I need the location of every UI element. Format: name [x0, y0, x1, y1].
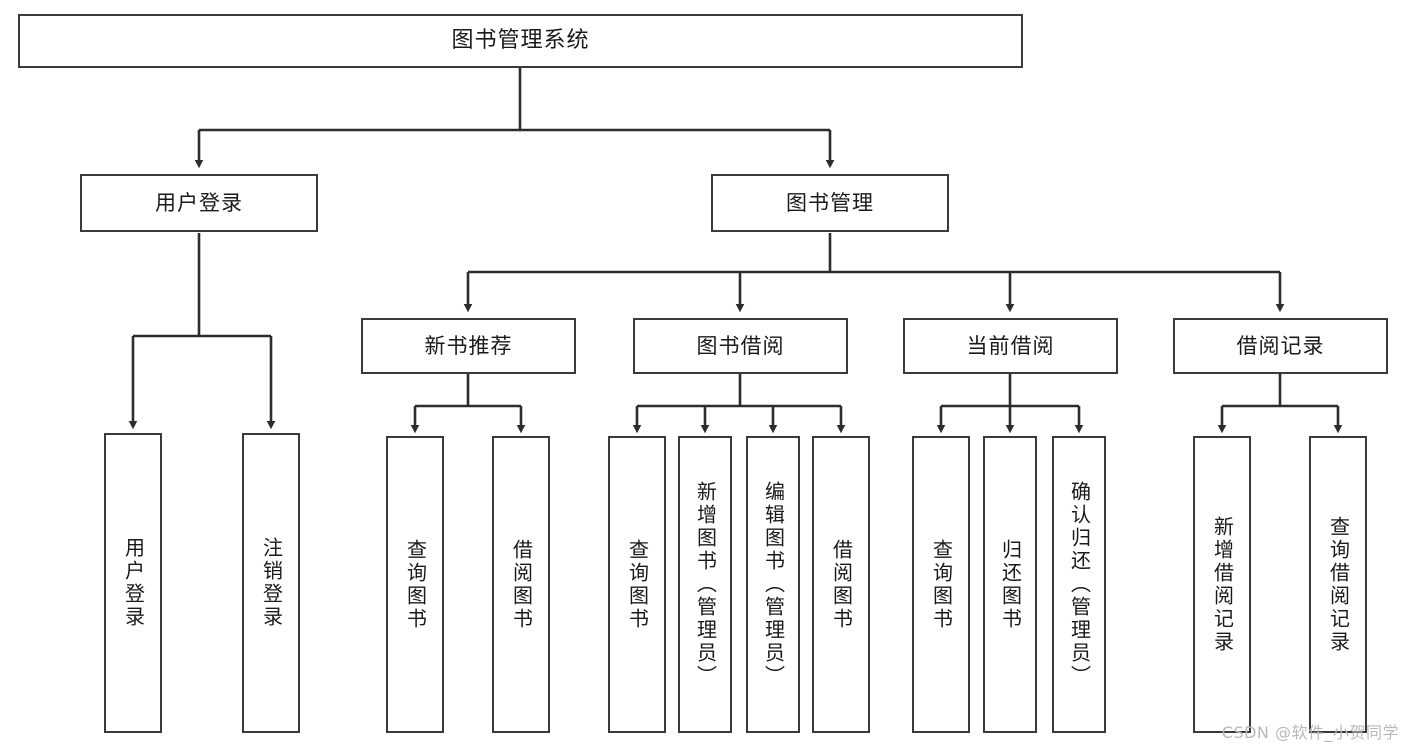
leaf-return-book[interactable]: 归还图书 — [983, 436, 1037, 733]
node-label: 查询图书 — [929, 538, 954, 631]
node-label: 用户登录 — [155, 190, 243, 215]
leaf-edit-book-admin[interactable]: 编辑图书（管理员） — [746, 436, 800, 733]
leaf-query-book-borrow[interactable]: 查询图书 — [608, 436, 666, 733]
node-label: 借阅图书 — [829, 538, 854, 631]
node-label: 借阅图书 — [509, 538, 534, 631]
node-current-borrow[interactable]: 当前借阅 — [903, 318, 1118, 374]
leaf-user-login[interactable]: 用户登录 — [104, 433, 162, 733]
node-new-book-recommend[interactable]: 新书推荐 — [361, 318, 576, 374]
leaf-confirm-return-admin[interactable]: 确认归还（管理员） — [1052, 436, 1106, 733]
node-label: 确认归还（管理员） — [1067, 481, 1092, 688]
node-book-borrow[interactable]: 图书借阅 — [633, 318, 848, 374]
leaf-add-book-admin[interactable]: 新增图书（管理员） — [678, 436, 732, 733]
node-label: 图书借阅 — [696, 333, 785, 358]
leaf-add-borrow-record[interactable]: 新增借阅记录 — [1193, 436, 1251, 733]
node-label: 查询图书 — [625, 538, 650, 631]
leaf-query-book-current[interactable]: 查询图书 — [912, 436, 970, 733]
node-label: 借阅记录 — [1236, 333, 1325, 358]
node-label: 新增图书（管理员） — [693, 481, 718, 688]
node-borrow-records[interactable]: 借阅记录 — [1173, 318, 1388, 374]
node-label: 编辑图书（管理员） — [761, 481, 786, 688]
node-book-management[interactable]: 图书管理 — [711, 174, 949, 232]
leaf-logout[interactable]: 注销登录 — [242, 433, 300, 733]
node-label: 当前借阅 — [966, 333, 1055, 358]
node-label: 新书推荐 — [424, 333, 513, 358]
leaf-borrow-book-newbook[interactable]: 借阅图书 — [492, 436, 550, 733]
leaf-borrow-book[interactable]: 借阅图书 — [812, 436, 870, 733]
node-label: 图书管理系统 — [451, 28, 590, 54]
watermark: CSDN @软件_小贺同学 — [1221, 723, 1399, 742]
node-label: 归还图书 — [998, 538, 1023, 631]
node-label: 用户登录 — [121, 537, 146, 629]
node-label: 注销登录 — [259, 537, 284, 629]
node-label: 查询图书 — [403, 538, 428, 631]
leaf-query-book-newbook[interactable]: 查询图书 — [386, 436, 444, 733]
leaf-query-borrow-record[interactable]: 查询借阅记录 — [1309, 436, 1367, 733]
node-label: 新增借阅记录 — [1210, 515, 1235, 654]
node-label: 图书管理 — [786, 190, 874, 215]
node-root-system[interactable]: 图书管理系统 — [18, 14, 1023, 68]
node-user-login[interactable]: 用户登录 — [80, 174, 318, 232]
node-label: 查询借阅记录 — [1326, 515, 1351, 654]
